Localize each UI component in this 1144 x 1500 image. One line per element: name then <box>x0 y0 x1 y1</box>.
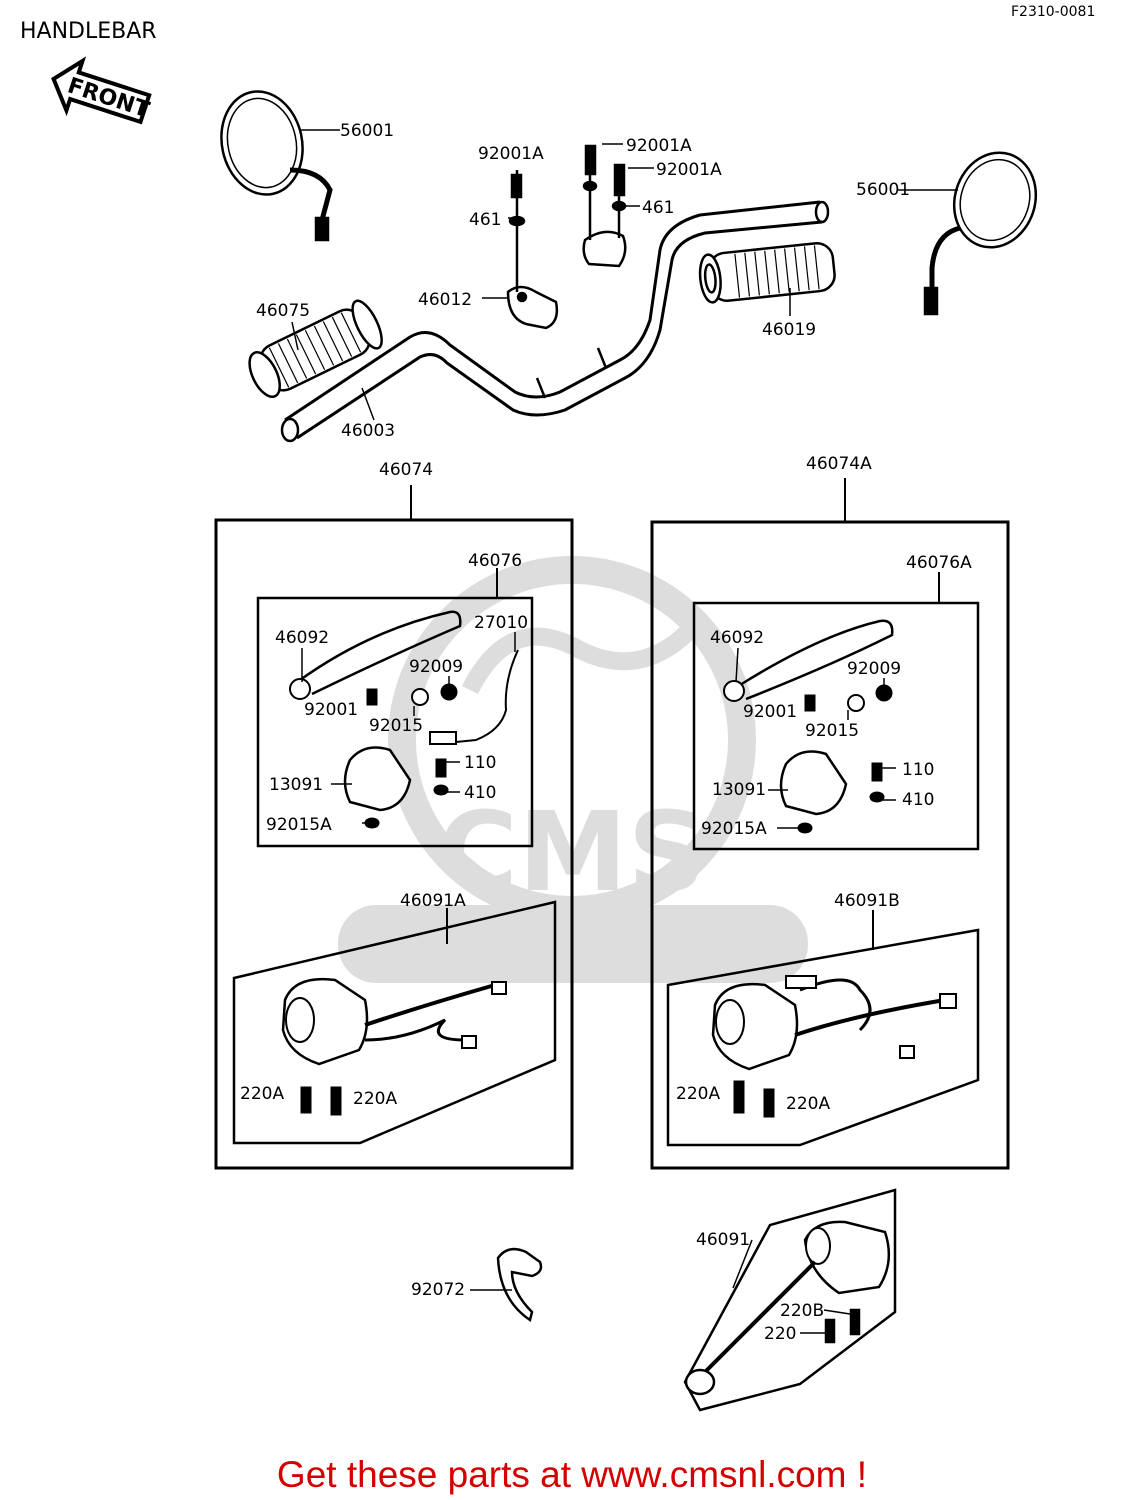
leader-lines <box>291 129 958 1334</box>
label-lever-arm-b: 46092 <box>710 628 764 648</box>
label-screw-d: 220A <box>353 1089 397 1109</box>
label-lever-a: 46076 <box>468 551 522 571</box>
label-mirror-left: 56001 <box>340 121 394 141</box>
label-handlebar: 46003 <box>341 421 395 441</box>
bottom-assembly-drawing <box>496 1188 897 1412</box>
label-switch-housing-a: 46091A <box>400 891 466 911</box>
label-switch-housing-b: 46091B <box>834 891 900 911</box>
label-grip-left: 46075 <box>256 301 310 321</box>
label-mirror-right: 56001 <box>856 180 910 200</box>
lever-assembly-box-b <box>650 478 1010 1170</box>
label-lever-arm-a: 46092 <box>275 628 329 648</box>
label-collar-b: 92015 <box>805 721 859 741</box>
page-title: HANDLEBAR <box>20 19 157 44</box>
label-screw-g: 220B <box>780 1301 824 1321</box>
switch-a-icon <box>455 649 519 743</box>
left-grip-icon <box>248 299 383 399</box>
right-grip-icon <box>698 241 836 304</box>
label-screw-f: 220A <box>786 1094 830 1114</box>
front-arrow-icon: FRONT <box>51 56 152 125</box>
label-washer-d: 410 <box>902 790 934 810</box>
top-assembly-drawing <box>220 90 1038 443</box>
label-lever-assy-b: 46074A <box>806 454 872 474</box>
label-washer-a: 461 <box>469 210 501 230</box>
label-bolt-e: 92001 <box>743 702 797 722</box>
label-switch-housing-c: 46091 <box>696 1230 750 1250</box>
label-grip-right: 46019 <box>762 320 816 340</box>
label-switch-a: 27010 <box>474 613 528 633</box>
lever-assembly-box-a <box>214 485 574 1170</box>
label-bolt-c: 92001A <box>656 160 722 180</box>
label-bolt-b: 92001A <box>626 136 692 156</box>
label-screw-h: 220 <box>764 1324 796 1344</box>
footer-link[interactable]: Get these parts at www.cmsnl.com ! <box>276 1454 868 1495</box>
left-mirror-icon <box>220 90 304 196</box>
label-nut-b: 92015A <box>701 819 767 839</box>
label-lever-assy-a: 46074 <box>379 460 433 480</box>
label-bracket-b: 13091 <box>712 780 766 800</box>
label-washer-b: 461 <box>642 198 674 218</box>
label-clamp: 92072 <box>411 1280 465 1300</box>
label-lever-b: 46076A <box>906 553 972 573</box>
label-screw-c: 220A <box>240 1084 284 1104</box>
label-bolt-g: 110 <box>902 760 934 780</box>
label-screw-e: 220A <box>676 1084 720 1104</box>
label-washer-c: 410 <box>464 783 496 803</box>
label-bolt-a: 92001A <box>478 144 544 164</box>
holder-icon <box>506 285 559 330</box>
bracket-a-icon <box>343 746 412 812</box>
handlebar-icon <box>284 200 821 422</box>
label-bolt-d: 92001 <box>304 700 358 720</box>
label-screw-a: 92009 <box>409 657 463 677</box>
diagram-code: F2310-0081 <box>1011 4 1095 20</box>
lever-b-icon <box>739 619 894 701</box>
label-holder: 46012 <box>418 290 472 310</box>
lever-a-icon <box>299 610 462 696</box>
part-labels: 56001 56001 92001A 92001A 92001A 461 461… <box>240 121 972 1344</box>
clamp-icon <box>496 1247 543 1323</box>
bracket-b-icon <box>779 750 848 816</box>
label-bolt-f: 110 <box>464 753 496 773</box>
label-bracket-a: 13091 <box>269 775 323 795</box>
label-screw-b: 92009 <box>847 659 901 679</box>
label-nut-a: 92015A <box>266 815 332 835</box>
label-collar-a: 92015 <box>369 716 423 736</box>
right-mirror-icon <box>952 151 1038 249</box>
